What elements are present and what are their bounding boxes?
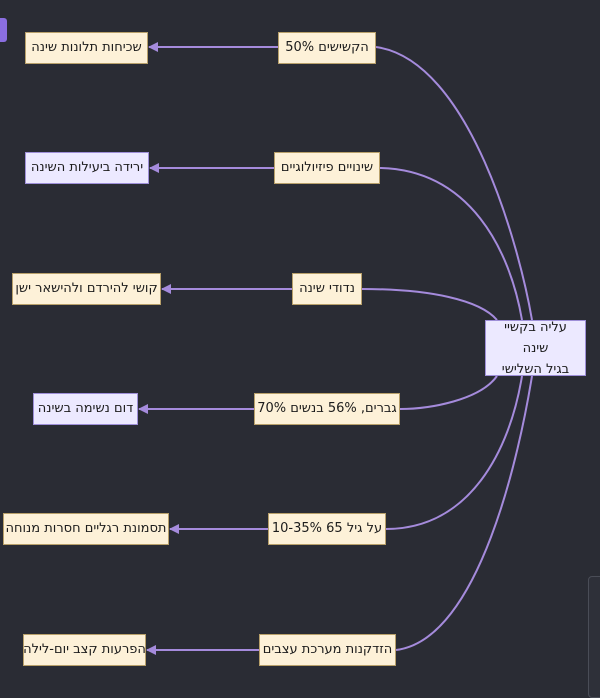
middle-node-3[interactable]: נדודי שינה	[292, 273, 362, 305]
zoom-controls-panel[interactable]	[588, 576, 600, 698]
leaf-node-6[interactable]: הפרעות קצב יום-לילה	[23, 634, 146, 666]
middle-node-2[interactable]: שינויים פיזיולוגיים	[274, 152, 380, 184]
edge-root-to-middle-1	[375, 46, 533, 321]
middle-node-1[interactable]: הקשישים 50%	[278, 32, 376, 64]
middle-node-4[interactable]: גברים, 56% בנשים 70%	[254, 393, 400, 425]
leaf-node-4[interactable]: דום נשימה בשינה	[33, 393, 138, 425]
edge-root-to-middle-6	[395, 375, 533, 651]
root-node-line-1: עליה בקשיי שינה	[504, 320, 567, 356]
edge-root-to-middle-3	[361, 288, 498, 321]
edge-root-to-middle-5	[385, 375, 523, 530]
leaf-node-2[interactable]: ירידה ביעילות השינה	[25, 152, 149, 184]
leaf-node-5[interactable]: תסמונת רגליים חסרות מנוחה	[3, 513, 169, 545]
middle-node-5[interactable]: על גיל 65 10-35%	[268, 513, 386, 545]
leaf-node-3[interactable]: קושי להירדם ולהישאר ישן	[12, 273, 161, 305]
edge-root-to-middle-4	[399, 375, 498, 410]
side-tab-marker[interactable]	[0, 18, 7, 42]
root-node[interactable]: עליה בקשיי שינה בגיל השלישי	[485, 320, 586, 376]
root-node-line-2: בגיל השלישי	[501, 361, 570, 376]
middle-node-6[interactable]: הזדקנות מערכת עצבים	[259, 634, 396, 666]
edge-root-to-middle-2	[379, 167, 523, 321]
leaf-node-1[interactable]: שכיחות תלונות שינה	[25, 32, 148, 64]
